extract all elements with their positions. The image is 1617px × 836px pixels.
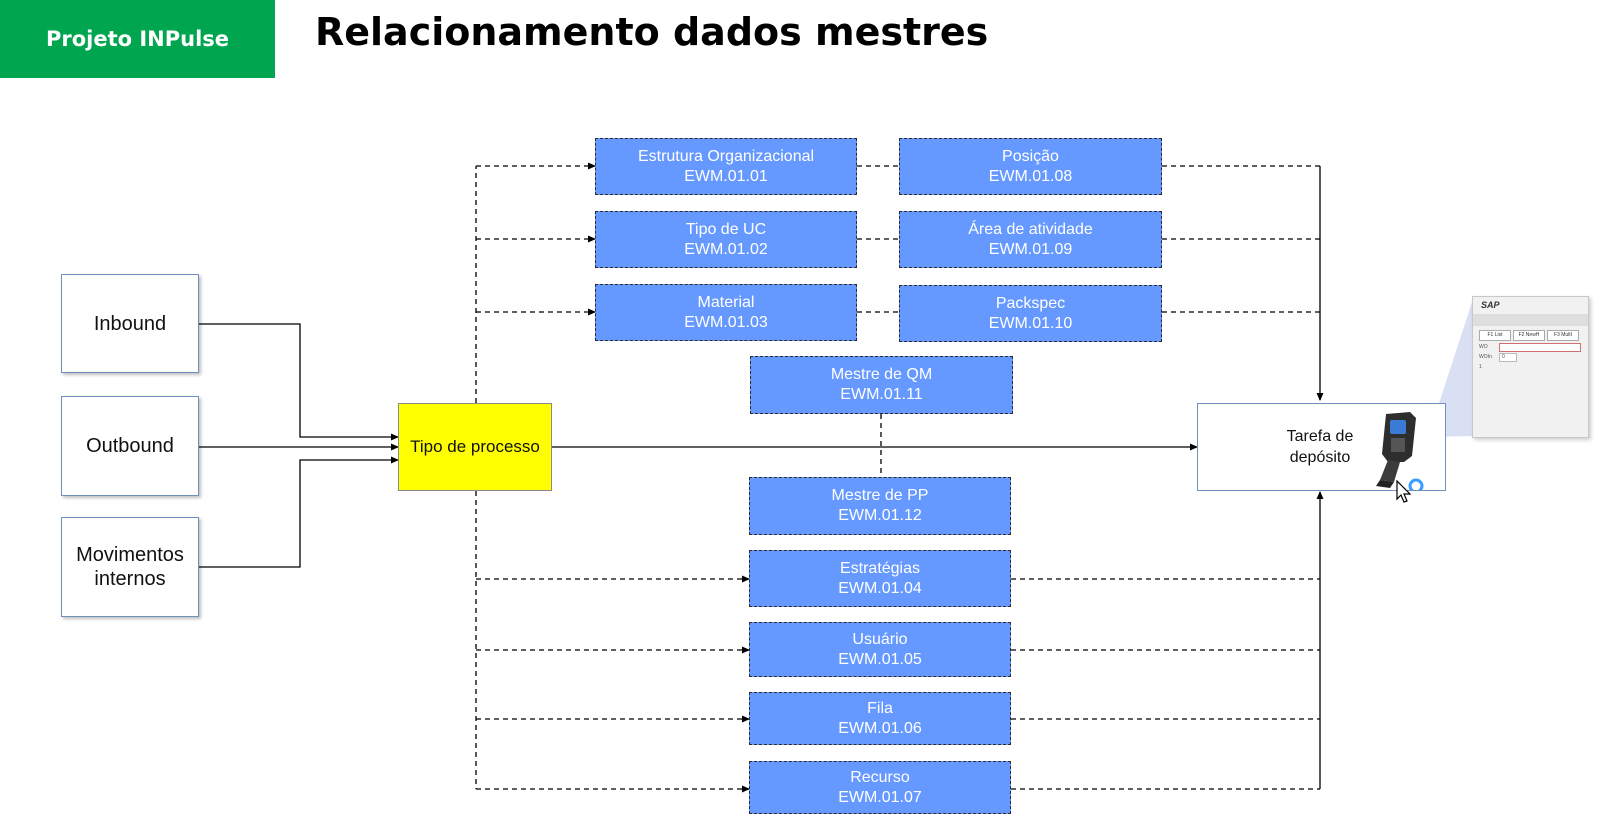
sap-toolbar: [1473, 314, 1588, 326]
md-tipo-de-uc: Tipo de UC EWM.01.02: [595, 211, 857, 268]
source-label: Outbound: [86, 435, 174, 457]
md-code: EWM.01.02: [684, 240, 768, 258]
callout-wedge: [1428, 296, 1474, 437]
handheld-scanner-icon: [1376, 412, 1424, 490]
source-label: Movimentos internos: [76, 544, 184, 590]
md-code: EWM.01.10: [988, 314, 1073, 332]
sap-row-label: WO: [1479, 344, 1488, 350]
md-code: EWM.01.05: [838, 650, 922, 668]
source-outbound: Outbound: [61, 396, 199, 496]
sap-screen-preview: SAP F1 List F2 NewH F3 MultI WO WOIn 0 1: [1472, 296, 1589, 438]
md-code: EWM.01.07: [838, 788, 922, 806]
md-name: Material: [697, 293, 755, 311]
md-name: Mestre de PP: [831, 487, 929, 504]
source-inbound: Inbound: [61, 274, 199, 373]
mouse-cursor-icon: [1396, 480, 1412, 503]
md-name: Mestre de QM: [830, 366, 933, 383]
line-movimentos: [199, 456, 399, 568]
md-name: Estratégias: [839, 559, 921, 577]
md-name: Tipo de UC: [685, 220, 767, 238]
project-badge: Projeto INPulse: [0, 0, 275, 78]
line-inbound: [199, 323, 399, 441]
sap-row-label: WOIn: [1479, 354, 1492, 360]
md-code: EWM.01.04: [838, 579, 922, 597]
process-box: Tipo de processo: [398, 403, 552, 491]
md-name: Estrutura Organizacional: [637, 147, 815, 165]
md-name: Fila: [867, 699, 893, 717]
sap-logo: SAP: [1481, 300, 1500, 310]
sap-input: [1499, 343, 1581, 352]
project-badge-label: Projeto INPulse: [45, 27, 230, 51]
md-code: EWM.01.08: [988, 167, 1073, 185]
md-name: Recurso: [850, 768, 910, 786]
md-name: Área de atividade: [968, 220, 1093, 238]
sap-input-small: [1499, 353, 1517, 362]
target-label: Tarefa de depósito: [1286, 428, 1354, 466]
page-title: Relacionamento dados mestres: [315, 10, 989, 54]
sap-row-value: 0: [1502, 354, 1505, 360]
process-label: Tipo de processo: [410, 437, 540, 456]
md-code: EWM.01.11: [840, 386, 923, 403]
md-name: Packspec: [995, 294, 1066, 312]
sap-button-f2: F2 NewH: [1513, 330, 1545, 341]
sap-button-f3: F3 MultI: [1547, 330, 1579, 341]
source-movimentos-internos: Movimentos internos: [61, 517, 199, 617]
md-code: EWM.01.01: [684, 167, 768, 185]
md-name: Usuário: [852, 630, 908, 648]
md-name: Posição: [1002, 147, 1059, 165]
sap-button-f1: F1 List: [1479, 330, 1511, 341]
target-tarefa-de-deposito: Tarefa de depósito: [1197, 403, 1446, 503]
md-code: EWM.01.06: [838, 719, 922, 737]
md-mestre-de-qm: Mestre de QM EWM.01.11: [750, 356, 1013, 414]
md-mestre-de-pp: Mestre de PP EWM.01.12: [749, 477, 1011, 535]
md-code: EWM.01.03: [684, 313, 768, 331]
sap-row-label: 1: [1479, 364, 1482, 370]
source-label: Inbound: [93, 312, 167, 335]
md-code: EWM.01.12: [838, 507, 922, 524]
md-code: EWM.01.09: [988, 240, 1073, 258]
